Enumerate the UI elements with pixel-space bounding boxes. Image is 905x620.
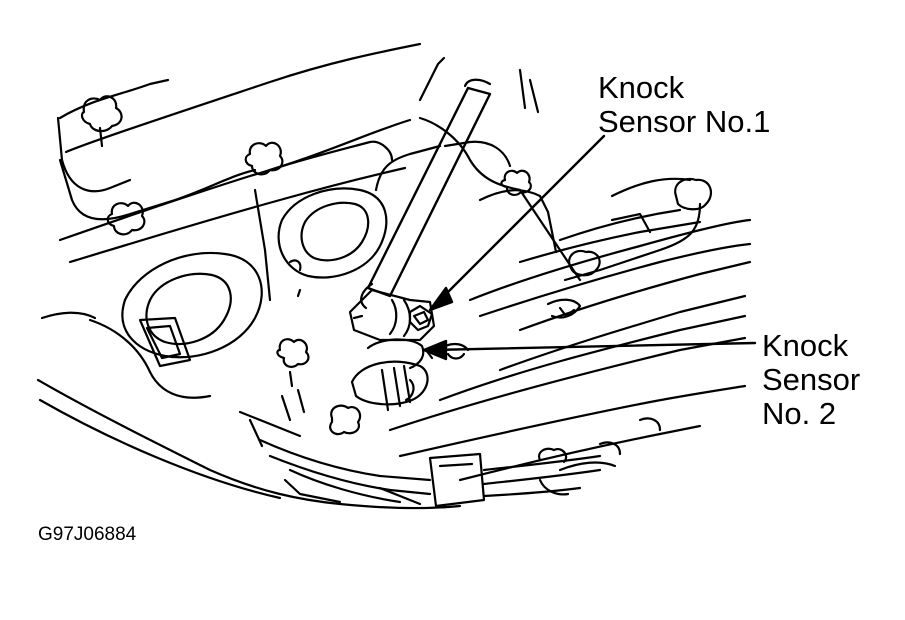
ks1-leader-line (434, 134, 606, 306)
ks2-arrowhead (422, 339, 448, 361)
manifold-runners (388, 177, 752, 496)
knock-sensor-2-region (238, 338, 470, 448)
leader-arrows (422, 134, 757, 361)
ks2-leader-line (430, 341, 757, 352)
cylinder-head-outline (56, 42, 422, 264)
knock-sensor-2-label: Knock Sensor No. 2 (762, 328, 861, 432)
figure-code: G97J06884 (38, 524, 137, 545)
knock-sensor-1-label: Knock Sensor No.1 (598, 70, 771, 140)
intake-ports (40, 140, 442, 399)
wrench-extension (348, 78, 492, 342)
ks1-arrowhead (428, 286, 454, 312)
cylinder-block-outline (36, 56, 582, 510)
wire-harness (258, 438, 602, 508)
